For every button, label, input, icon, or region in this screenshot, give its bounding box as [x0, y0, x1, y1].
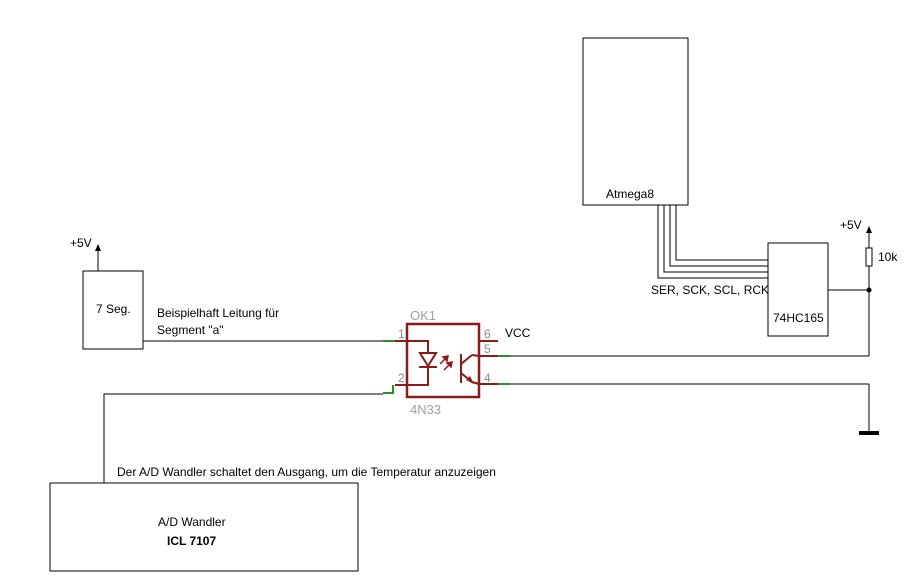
optocoupler-ok1	[383, 322, 510, 399]
resistor-label: 10k	[878, 250, 898, 264]
opto-pin-5: 5	[484, 342, 491, 356]
segment-line-label-2: Segment "a"	[157, 323, 224, 337]
seven-seg-label: 7 Seg.	[96, 302, 131, 316]
bus-wires	[657, 205, 768, 279]
opto-pin-6: 6	[484, 327, 491, 341]
opto-pin-2: 2	[398, 371, 405, 385]
supply-left-label: +5V	[70, 236, 92, 250]
ground-symbol	[859, 431, 879, 435]
bus-label: SER, SCK, SCL, RCK	[651, 283, 769, 297]
vcc-label: VCC	[505, 326, 531, 340]
pullup-net	[508, 266, 870, 357]
supply-right-arrow	[866, 226, 872, 248]
opto-part-label: 4N33	[410, 402, 441, 417]
adc-title: A/D Wandler	[158, 515, 226, 529]
atmega8-label: Atmega8	[606, 187, 654, 201]
opto-pin-4: 4	[484, 371, 491, 385]
resistor-10k	[865, 247, 873, 267]
adc-part: ICL 7107	[167, 534, 216, 548]
adc-wire	[103, 393, 383, 483]
hc165-label: 74HC165	[773, 311, 824, 325]
opto-name-label: OK1	[410, 308, 436, 323]
supply-right-label: +5V	[840, 218, 862, 232]
opto-pin-1: 1	[398, 327, 405, 341]
segment-line-label-1: Beispielhaft Leitung für	[157, 306, 279, 320]
adc-box	[49, 482, 359, 572]
junction-dot	[866, 287, 872, 293]
adc-note: Der A/D Wandler schaltet den Ausgang, um…	[117, 465, 496, 479]
atmega8-box	[582, 37, 689, 206]
seven-segment-box	[82, 270, 144, 350]
supply-left-arrow	[95, 244, 101, 271]
ground-net	[508, 383, 870, 432]
